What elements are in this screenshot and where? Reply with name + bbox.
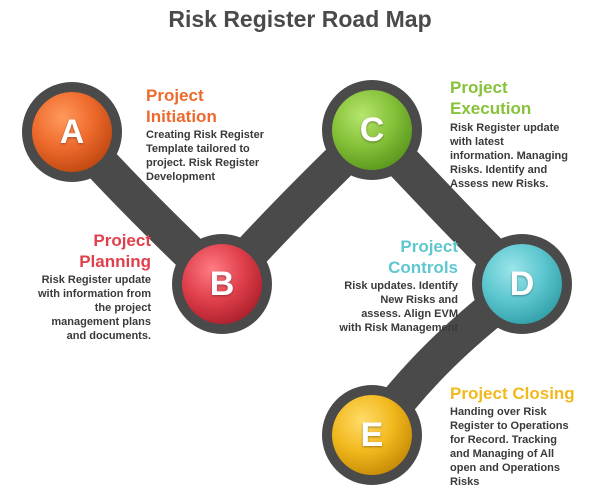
stage-d-desc-line: assess. Align EVM xyxy=(361,308,458,320)
stage-a-desc-line: project. Risk Register xyxy=(146,157,260,169)
stage-c-desc-line: Risk Register update xyxy=(450,122,560,134)
stage-c-desc-line: Assess new Risks. xyxy=(450,178,549,190)
stage-b-letter: B xyxy=(209,265,235,303)
stage-e-desc-line: for Record. Tracking xyxy=(450,434,557,446)
stage-c-desc-line: information. Managing xyxy=(450,150,568,162)
sphere-d xyxy=(482,244,562,324)
sphere-b xyxy=(182,244,262,324)
sphere-a xyxy=(32,92,112,172)
stage-b-desc-line: the project xyxy=(94,302,151,314)
stage-c-title-line2: Execution xyxy=(450,99,532,118)
stage-d-letter: D xyxy=(509,265,535,303)
stage-d-title: Project Controls xyxy=(340,236,458,278)
stage-b-title-line1: Project xyxy=(93,231,151,250)
sphere-e xyxy=(332,395,412,475)
stage-b-desc-line: Risk Register update xyxy=(41,274,151,286)
stage-e-desc-line: Register to Operations xyxy=(450,420,569,432)
stage-d-title-line1: Project xyxy=(400,237,458,256)
stage-a-title-line1: Project xyxy=(146,86,204,105)
stage-d-description: Risk updates. Identify New Risks and ass… xyxy=(316,279,458,335)
stage-d-title-line2: Controls xyxy=(388,258,458,277)
stage-a-description: Creating Risk Register Template tailored… xyxy=(146,128,264,184)
stage-e-title: Project Closing xyxy=(450,383,575,404)
stage-e-desc-line: and Managing of All xyxy=(450,448,555,460)
stage-c-title-line1: Project xyxy=(450,78,508,97)
stage-a-desc-line: Creating Risk Register xyxy=(146,129,264,141)
stage-c-desc-line: with latest xyxy=(450,136,504,148)
stage-a-title-line2: Initiation xyxy=(146,107,217,126)
stage-a-desc-line: Template tailored to xyxy=(146,143,250,155)
stage-c-title: Project Execution xyxy=(450,77,531,119)
stage-b-description: Risk Register update with information fr… xyxy=(10,273,151,343)
stage-a-title: Project Initiation xyxy=(146,85,217,127)
stage-a-letter: A xyxy=(59,113,85,151)
stage-e-letter: E xyxy=(360,416,384,454)
stage-c-desc-line: Risks. Identify and xyxy=(450,164,548,176)
stage-e-desc-line: open and Operations xyxy=(450,462,561,474)
stage-d-desc-line: New Risks and xyxy=(380,294,458,306)
stage-b-desc-line: management plans xyxy=(51,316,151,328)
stage-e-description: Handing over Risk Register to Operations… xyxy=(450,405,569,489)
stage-c-letter: C xyxy=(359,111,385,149)
stage-c-description: Risk Register update with latest informa… xyxy=(450,121,568,191)
stage-e-desc-line: Handing over Risk xyxy=(450,406,547,418)
stage-b-title: Project Planning xyxy=(40,230,151,272)
stage-e-title-line1: Project Closing xyxy=(450,384,575,403)
page-title: Risk Register Road Map xyxy=(168,6,432,32)
sphere-c xyxy=(332,90,412,170)
stage-d-desc-line: Risk updates. Identify xyxy=(344,280,458,292)
stage-b-title-line2: Planning xyxy=(79,252,151,271)
stage-d-desc-line: with Risk Management xyxy=(339,322,458,334)
stage-b-desc-line: with information from xyxy=(37,288,151,300)
stage-a-desc-line: Development xyxy=(146,171,216,183)
stage-e-desc-line: Risks xyxy=(450,476,480,488)
stage-b-desc-line: and documents. xyxy=(66,330,151,342)
